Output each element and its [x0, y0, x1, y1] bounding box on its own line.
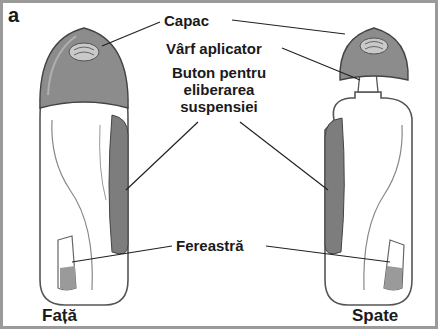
part-label: Buton pentru eliberarea suspensiei — [152, 64, 286, 115]
back-device — [325, 28, 412, 305]
part-label: Vârf aplicator — [166, 40, 262, 57]
figure-letter: a — [8, 4, 19, 27]
view-label: Față — [42, 306, 77, 326]
leader-lines — [72, 20, 390, 262]
front-device — [40, 28, 128, 305]
view-label: Spate — [352, 306, 398, 326]
part-label: Fereastră — [176, 237, 244, 254]
part-label: Capac — [164, 12, 209, 29]
